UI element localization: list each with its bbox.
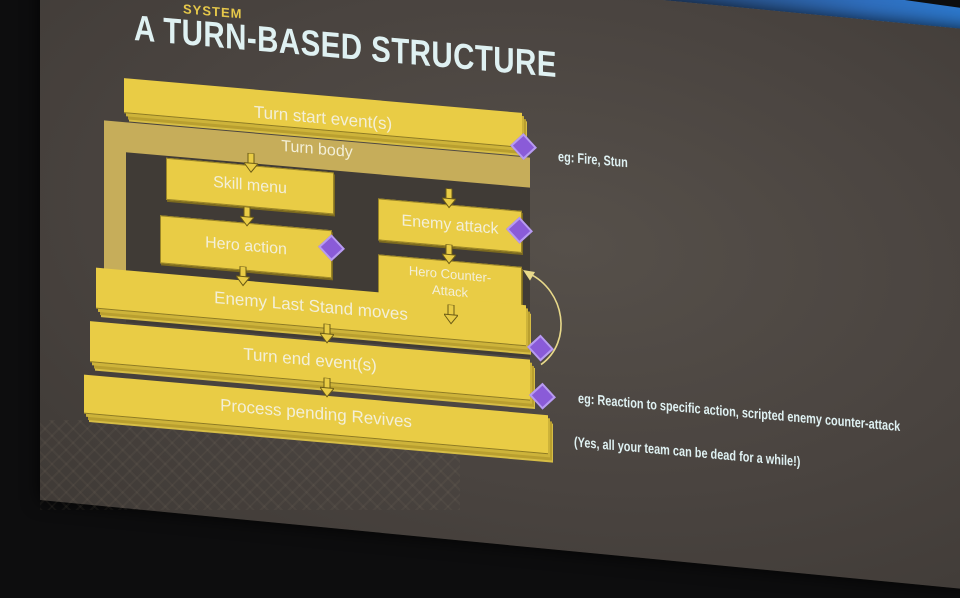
down-arrow-icon: [442, 187, 456, 209]
enemy-attack-label: Enemy attack: [401, 212, 499, 238]
down-arrow-icon: [442, 243, 456, 265]
down-arrow-icon: [240, 206, 254, 227]
turn-end-example-note: eg: Reaction to specific action, scripte…: [578, 389, 901, 435]
skill-menu-label: Skill menu: [213, 173, 287, 198]
down-arrow-icon: [320, 323, 334, 344]
revives-note: (Yes, all your team can be dead for a wh…: [574, 433, 801, 470]
hero-action-label: Hero action: [205, 234, 287, 259]
down-arrow-icon: [244, 152, 258, 174]
event-marker-icon: [529, 382, 556, 410]
turn-start-example-note: eg: Fire, Stun: [558, 148, 628, 171]
down-arrow-icon: [444, 304, 458, 325]
counter-attack-loop-arrow-icon: [523, 270, 562, 366]
down-arrow-icon: [320, 377, 334, 398]
down-arrow-icon: [236, 265, 250, 287]
